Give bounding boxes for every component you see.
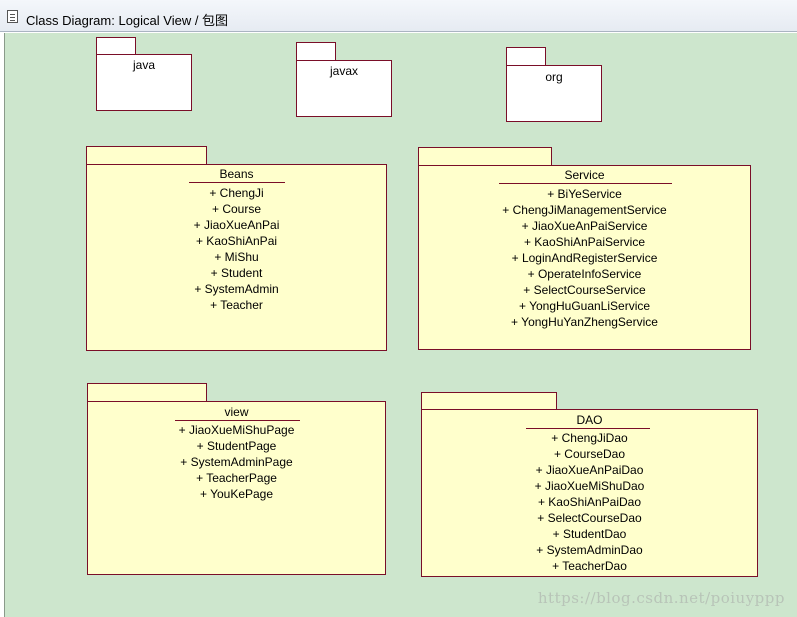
member-item[interactable]: + StudentDao <box>552 527 627 541</box>
package-name-underline <box>189 182 285 183</box>
member-item[interactable]: + CourseDao <box>553 447 626 461</box>
package-tab <box>296 42 336 61</box>
member-item[interactable]: + YouKePage <box>199 487 274 501</box>
package-name: Service <box>564 168 605 182</box>
package-name-underline <box>526 428 650 429</box>
package-body: java <box>96 54 192 111</box>
member-item[interactable]: + TeacherPage <box>196 471 277 485</box>
member-item[interactable]: + SelectCourseService <box>523 283 646 297</box>
member-item[interactable]: + JiaoXueMiShuDao <box>534 479 645 493</box>
package-members: + ChengJi + Course + JiaoXueAnPai + KaoS… <box>87 185 386 313</box>
package-body: DAO + ChengJiDao + CourseDao + JiaoXueAn… <box>421 409 758 577</box>
package-body: view + JiaoXueMiShuPage + StudentPage + … <box>87 401 386 575</box>
member-item[interactable]: + Teacher <box>210 298 263 312</box>
package-name: java <box>132 58 155 72</box>
member-item[interactable]: + YongHuGuanLiService <box>518 299 651 313</box>
member-item[interactable]: + JiaoXueAnPaiDao <box>535 463 644 477</box>
member-item[interactable]: + ChengJi <box>209 186 264 200</box>
package-members: + BiYeService + ChengJiManagementService… <box>419 186 750 330</box>
member-item[interactable]: + JiaoXueAnPaiService <box>521 219 648 233</box>
member-item[interactable]: + KaoShiAnPaiDao <box>537 495 642 509</box>
package-body: javax <box>296 60 392 117</box>
member-item[interactable]: + JiaoXueAnPai <box>193 218 280 232</box>
package-tab <box>96 37 136 55</box>
member-item[interactable]: + JiaoXueMiShuPage <box>178 423 295 437</box>
package-body: org <box>506 65 602 122</box>
package-body: Beans + ChengJi + Course + JiaoXueAnPai … <box>86 164 387 351</box>
package-tab <box>418 147 552 166</box>
member-item[interactable]: + StudentPage <box>196 439 277 453</box>
member-item[interactable]: + SystemAdmin <box>194 282 279 296</box>
package-members: + JiaoXueMiShuPage + StudentPage + Syste… <box>88 422 385 502</box>
package-members: + ChengJiDao + CourseDao + JiaoXueAnPaiD… <box>422 430 757 574</box>
package-tab <box>86 146 207 165</box>
member-item[interactable]: + SystemAdminDao <box>536 543 643 557</box>
package-name: javax <box>329 64 358 78</box>
member-item[interactable]: + LoginAndRegisterService <box>511 251 658 265</box>
package-name-underline <box>499 183 672 184</box>
member-item[interactable]: + BiYeService <box>547 187 622 201</box>
package-tab <box>421 392 557 410</box>
package-tab <box>87 383 207 402</box>
member-item[interactable]: + MiShu <box>214 250 259 264</box>
member-item[interactable]: + SelectCourseDao <box>537 511 642 525</box>
package-name-underline <box>175 420 300 421</box>
package-name: view <box>224 405 249 419</box>
window-titlebar: Class Diagram: Logical View / 包图 <box>0 0 797 32</box>
member-item[interactable]: + KaoShiAnPai <box>195 234 278 248</box>
member-item[interactable]: + SystemAdminPage <box>180 455 293 469</box>
member-item[interactable]: + Student <box>210 266 263 280</box>
member-item[interactable]: + ChengJiManagementService <box>502 203 667 217</box>
diagram-document-icon <box>7 10 18 23</box>
member-item[interactable]: + KaoShiAnPaiService <box>523 235 646 249</box>
member-item[interactable]: + TeacherDao <box>552 559 627 573</box>
member-item[interactable]: + ChengJiDao <box>551 431 628 445</box>
package-tab <box>506 47 546 66</box>
package-name: org <box>545 70 563 84</box>
package-name: DAO <box>576 413 603 427</box>
window-title: Class Diagram: Logical View / 包图 <box>26 13 229 28</box>
member-item[interactable]: + Course <box>211 202 262 216</box>
package-body: Service + BiYeService + ChengJiManagemen… <box>418 165 751 350</box>
package-name: Beans <box>219 167 254 181</box>
member-item[interactable]: + OperateInfoService <box>527 267 642 281</box>
member-item[interactable]: + YongHuYanZhengService <box>511 315 658 329</box>
watermark: https://blog.csdn.net/poiuyppp <box>537 589 785 607</box>
